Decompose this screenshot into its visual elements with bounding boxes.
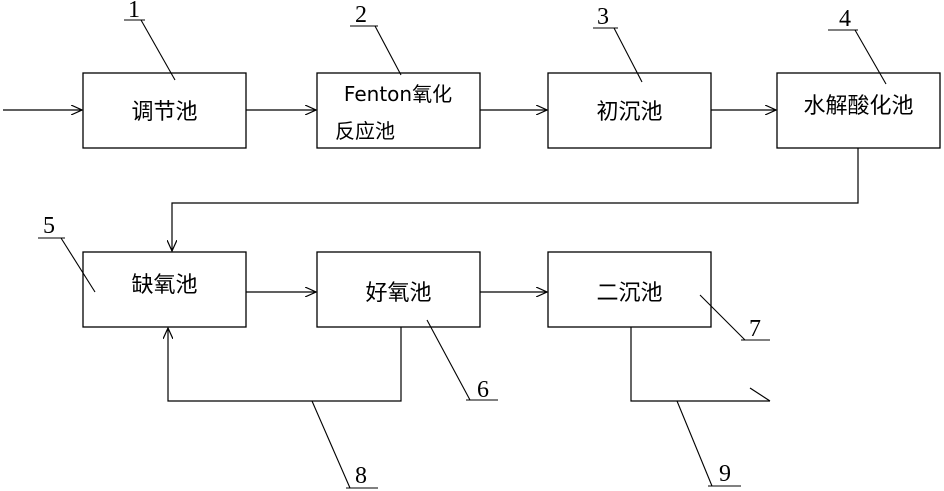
callout-7-leader: [699, 294, 746, 341]
flow-connector-4-5: [172, 148, 859, 251]
callout-9: 9: [719, 461, 731, 487]
callout-6-leader: [426, 319, 471, 401]
primary-clarifier-label: 初沉池: [596, 100, 662, 125]
callout-5: 5: [43, 213, 55, 239]
callout-3: 3: [597, 4, 609, 30]
fenton-reactor-box: [316, 72, 481, 149]
callout-2-leader: [374, 25, 402, 76]
hydrolysis-acidification-label: 水解酸化池: [803, 94, 913, 119]
fenton-reactor-label-line1: Fenton氧化: [344, 82, 452, 106]
aerobic-tank-label: 好氧池: [365, 281, 431, 306]
callout-4: 4: [839, 6, 851, 32]
secondary-clarifier-label: 二沉池: [596, 281, 662, 306]
secondary-clarifier-box: [547, 251, 712, 328]
anoxic-tank-label: 缺氧池: [131, 273, 197, 298]
regulating-tank-box: [82, 72, 247, 149]
primary-clarifier-box: [547, 72, 712, 149]
anoxic-tank-box: [82, 251, 247, 328]
callout-1-leader: [140, 19, 176, 81]
callout-8: 8: [355, 463, 367, 489]
aerobic-tank-box: [316, 251, 481, 328]
callout-8-leader: [311, 400, 351, 489]
regulating-tank-label: 调节池: [131, 100, 197, 125]
recycle-line: [168, 327, 402, 402]
callout-7: 7: [749, 316, 761, 342]
callout-3-leader: [613, 27, 643, 83]
fenton-reactor-label-line2: 反应池: [335, 119, 395, 143]
callout-4-leader: [854, 29, 887, 85]
callout-6: 6: [477, 377, 489, 403]
callout-9-leader: [676, 400, 713, 487]
callout-5-leader: [60, 237, 96, 293]
callout-2: 2: [355, 2, 367, 28]
effluent-arrow-tick: [749, 387, 771, 402]
callout-1: 1: [128, 0, 140, 23]
effluent-line: [630, 327, 770, 402]
hydrolysis-acidification-box: [776, 72, 941, 149]
